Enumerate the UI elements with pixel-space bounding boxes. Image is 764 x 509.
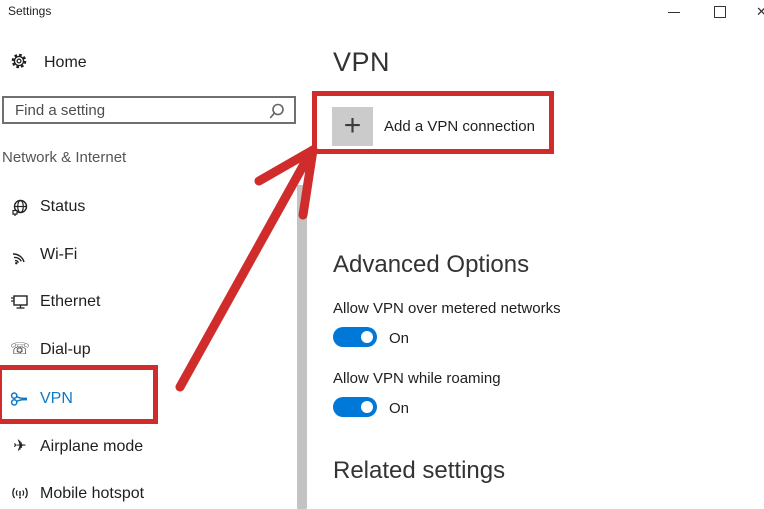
sidebar-section-label: Network & Internet: [2, 149, 127, 166]
toggle-knob: [361, 401, 373, 413]
ethernet-icon: [10, 293, 30, 311]
toggle-state-metered: On: [389, 330, 410, 347]
title-bar: Settings ✕: [0, 0, 764, 26]
sidebar-item-label: Wi-Fi: [40, 246, 78, 263]
gear-icon: [10, 52, 28, 75]
toggle-label-metered: Allow VPN over metered networks: [333, 300, 561, 317]
toggle-vpn-roaming[interactable]: [333, 397, 377, 417]
related-settings-heading: Related settings: [333, 457, 506, 484]
sidebar-item-home[interactable]: Home: [10, 50, 87, 76]
page-title: VPN: [333, 47, 391, 77]
dialup-icon: ☏: [10, 341, 31, 358]
wifi-icon: [10, 246, 30, 265]
add-vpn-connection-button[interactable]: + Add a VPN connection: [332, 106, 542, 146]
window-title: Settings: [8, 4, 52, 18]
minimize-icon: [668, 12, 680, 13]
minimize-button[interactable]: [651, 0, 697, 26]
sidebar-home-label: Home: [44, 54, 87, 71]
sidebar-item-vpn[interactable]: VPN: [0, 383, 290, 415]
sidebar-scrollbar[interactable]: [297, 185, 307, 509]
toggle-state-roaming: On: [389, 400, 410, 417]
sidebar-item-mobile-hotspot[interactable]: Mobile hotspot: [0, 478, 290, 509]
close-icon: ✕: [756, 4, 764, 19]
sidebar-item-label: Dial-up: [40, 341, 91, 358]
toggle-vpn-metered[interactable]: [333, 327, 377, 347]
airplane-icon: ✈: [13, 438, 27, 455]
hotspot-icon: [10, 486, 30, 502]
sidebar-item-label: Ethernet: [40, 293, 101, 310]
sidebar-item-status[interactable]: Status: [0, 191, 290, 223]
vpn-icon: [10, 391, 30, 407]
search-input[interactable]: [4, 98, 294, 122]
search-box: [2, 96, 296, 124]
globe-icon: [10, 198, 30, 217]
sidebar-item-label: VPN: [40, 390, 73, 407]
add-vpn-connection-label: Add a VPN connection: [384, 117, 535, 135]
close-button[interactable]: ✕: [744, 0, 764, 26]
sidebar-item-label: Mobile hotspot: [40, 485, 145, 502]
maximize-icon: [714, 6, 726, 18]
plus-icon: +: [332, 106, 373, 146]
sidebar-item-airplane-mode[interactable]: ✈ Airplane mode: [0, 431, 290, 463]
sidebar-item-label: Status: [40, 198, 86, 215]
sidebar-item-ethernet[interactable]: Ethernet: [0, 286, 290, 318]
sidebar-item-dialup[interactable]: ☏ Dial-up: [0, 334, 290, 366]
sidebar-item-wifi[interactable]: Wi-Fi: [0, 239, 290, 271]
toggle-knob: [361, 331, 373, 343]
maximize-button[interactable]: [697, 0, 743, 26]
advanced-options-heading: Advanced Options: [333, 251, 530, 278]
search-icon[interactable]: [267, 102, 286, 126]
toggle-label-roaming: Allow VPN while roaming: [333, 370, 501, 387]
sidebar-item-label: Airplane mode: [40, 438, 144, 455]
